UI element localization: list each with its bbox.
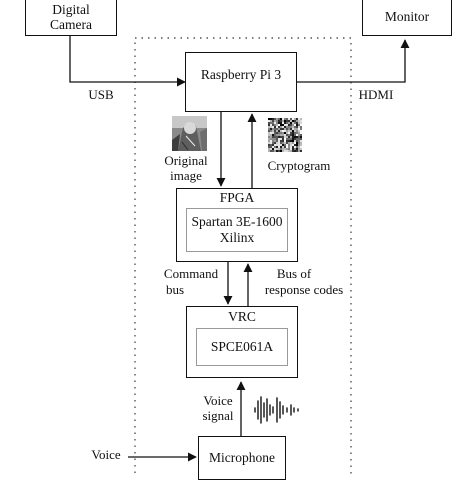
fpga-chip-line1: Spartan 3E-1600: [191, 214, 283, 229]
voice-input-label: Voice: [91, 447, 121, 462]
vrc-chip-box: [196, 328, 288, 366]
usb-connector: [69, 35, 186, 87]
vrc-label: VRC: [228, 309, 256, 324]
digital-camera-box: [25, 0, 117, 36]
microphone-label: Microphone: [209, 450, 275, 465]
vrc-chip-label: SPCE061A: [210, 339, 274, 354]
cryptogram-label: Cryptogram: [267, 158, 331, 173]
hdmi-connector: [297, 39, 410, 83]
hdmi-label: HDMI: [358, 87, 394, 102]
voice-waveform-icon: [254, 396, 299, 424]
voice-signal-label-line1: Voice: [203, 393, 233, 408]
original-image-thumbnail: [172, 116, 207, 151]
digital-camera-label-line1: Digital: [52, 2, 90, 17]
voice-signal-label-line2: signal: [202, 408, 234, 423]
command-bus-label-line1: Command: [163, 266, 219, 281]
raspberry-pi-label: Raspberry Pi 3: [200, 67, 282, 82]
response-bus-label-line2: response codes: [264, 282, 344, 297]
digital-camera-label-line2: Camera: [50, 17, 92, 32]
microphone-box: [198, 436, 286, 480]
original-image-label-line1: Original: [164, 153, 208, 168]
fpga-chip-line2: Xilinx: [219, 230, 255, 245]
fpga-chip-box: [186, 208, 288, 252]
response-bus-label-line1: Bus of: [276, 266, 312, 281]
command-bus-label-line2: bus: [165, 282, 185, 297]
original-image-label-line2: image: [170, 168, 202, 183]
usb-label: USB: [88, 87, 114, 102]
monitor-box: [362, 0, 452, 36]
fpga-label: FPGA: [219, 190, 255, 205]
monitor-label: Monitor: [384, 9, 430, 24]
raspberry-pi-box: [185, 52, 297, 112]
cryptogram-thumbnail: [268, 118, 302, 152]
